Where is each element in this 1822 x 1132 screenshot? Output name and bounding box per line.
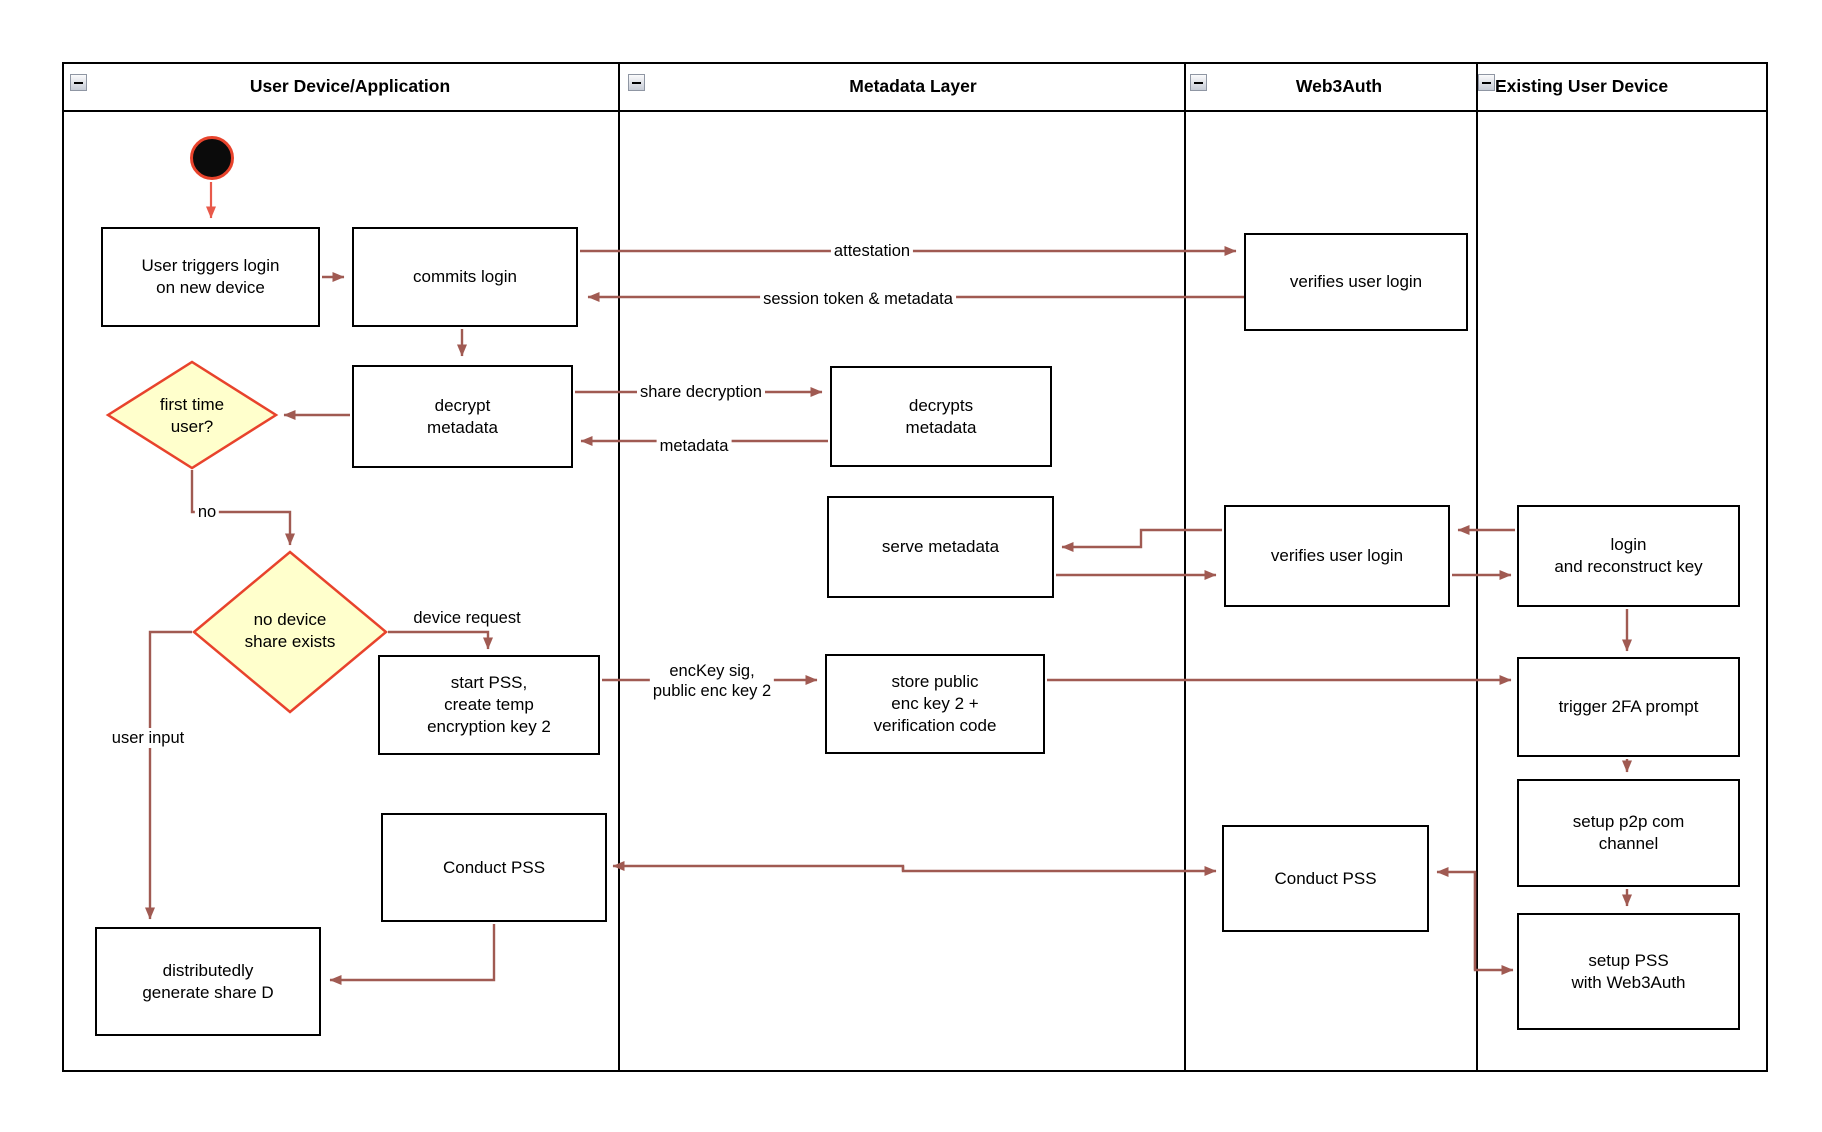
node-verifies-user-login-1[interactable]: verifies user login — [1244, 233, 1468, 331]
node-setup-pss[interactable]: setup PSS with Web3Auth — [1517, 913, 1740, 1030]
edge-verifies2-to-serve — [1061, 528, 1222, 552]
node-store-public-enc-key[interactable]: store public enc key 2 + verification co… — [825, 654, 1045, 754]
collapse-icon[interactable] — [628, 74, 645, 91]
lane-divider — [1184, 62, 1186, 1072]
header-divider — [62, 110, 1768, 112]
node-commits-login[interactable]: commits login — [352, 227, 578, 327]
edge-label-attestation: attestation — [830, 241, 914, 261]
collapse-icon[interactable] — [1478, 74, 1495, 91]
decision-label-no-device-share: no device share exists — [244, 610, 336, 651]
edge-setuppss-to-conductw3a — [1436, 867, 1477, 970]
node-user-triggers-login[interactable]: User triggers login on new device — [101, 227, 320, 327]
node-verifies-user-login-2[interactable]: verifies user login — [1224, 505, 1450, 607]
edge-label-user-input: user input — [108, 728, 188, 748]
pool-border-right — [1766, 62, 1768, 1072]
collapse-icon[interactable] — [1190, 74, 1207, 91]
decision-label-first-time: first time user? — [159, 395, 225, 436]
edge-label-enckey: encKey sig, public enc key 2 — [649, 661, 775, 701]
node-start-pss[interactable]: start PSS, create temp encryption key 2 — [378, 655, 600, 755]
pool-border-left — [62, 62, 64, 1072]
edge-conduct-to-distrib — [329, 924, 496, 985]
node-login-reconstruct-key[interactable]: login and reconstruct key — [1517, 505, 1740, 607]
node-setup-p2p[interactable]: setup p2p com channel — [1517, 779, 1740, 887]
pool-border-bottom — [62, 1070, 1768, 1072]
node-conduct-pss-user[interactable]: Conduct PSS — [381, 813, 607, 922]
node-decrypt-metadata[interactable]: decrypt metadata — [352, 365, 573, 468]
node-distributedly-generate[interactable]: distributedly generate share D — [95, 927, 321, 1036]
lane-divider — [1476, 62, 1478, 1072]
lane-header-web3auth: Web3Auth — [1295, 75, 1383, 96]
edge-device-request — [388, 630, 493, 650]
node-serve-metadata[interactable]: serve metadata — [827, 496, 1054, 598]
lane-header-user-device: User Device/Application — [249, 75, 451, 96]
node-conduct-pss-web3auth[interactable]: Conduct PSS — [1222, 825, 1429, 932]
lane-divider — [618, 62, 620, 1072]
edge-conductw3a-to-setuppss — [1473, 872, 1514, 975]
edge-label-no: no — [194, 502, 220, 522]
node-decrypts-metadata[interactable]: decrypts metadata — [830, 366, 1052, 467]
node-trigger-2fa[interactable]: trigger 2FA prompt — [1517, 657, 1740, 757]
edge-label-metadata: metadata — [656, 436, 732, 456]
edge-conduct-to-conduct-right — [901, 866, 1217, 876]
edge-user-input — [145, 630, 192, 920]
edge-conduct-to-conduct-left — [612, 861, 905, 871]
lane-header-existing-device: Existing User Device — [1495, 75, 1669, 96]
collapse-icon[interactable] — [70, 74, 87, 91]
edge-label-session-token: session token & metadata — [760, 289, 956, 309]
lane-header-metadata: Metadata Layer — [849, 75, 977, 96]
pool-border-top — [62, 62, 1768, 64]
start-node[interactable] — [190, 136, 234, 180]
edge-label-share-decryption: share decryption — [637, 382, 765, 402]
edge-label-device-request: device request — [413, 609, 521, 627]
